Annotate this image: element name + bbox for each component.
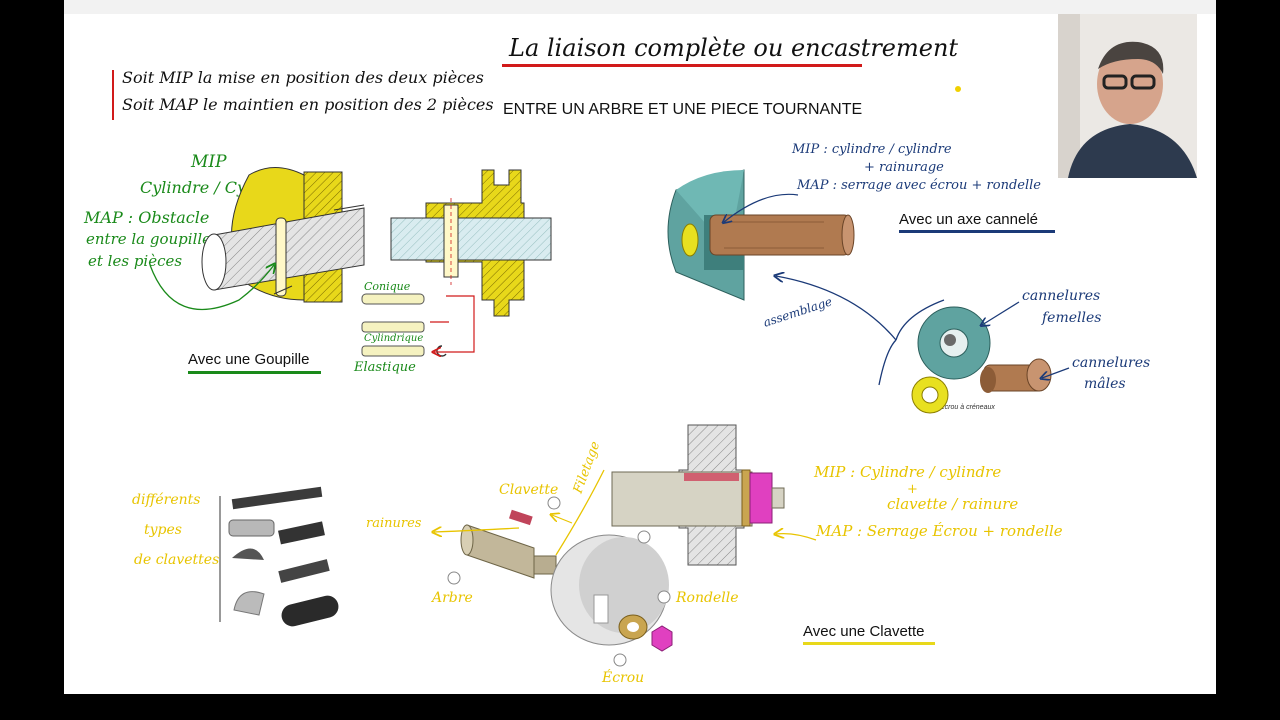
clavette-exploded-view <box>447 496 673 667</box>
clavette-mip-line3: clavette / rainure <box>887 495 1019 513</box>
splined-parts <box>911 306 1052 414</box>
cannelures-males-line2: mâles <box>1084 376 1126 392</box>
arbre-label: Arbre <box>432 590 473 606</box>
goupille-map-arrow <box>149 265 274 311</box>
cannelures-femelles-line1: cannelures <box>1022 288 1101 304</box>
pin-types <box>361 293 475 356</box>
cannele-mip-line1: MIP : cylindre / cylindre <box>792 142 952 157</box>
rainures-label: rainures <box>366 516 422 531</box>
goupille-map-line1: MAP : Obstacle <box>84 208 210 227</box>
cannelures-males-line1: cannelures <box>1072 355 1151 371</box>
types-clavettes-line2: types <box>144 522 182 538</box>
cannele-map-arrow <box>724 193 799 222</box>
key-types-gallery <box>219 486 339 627</box>
definitions-bar <box>112 70 114 120</box>
goupille-section-view <box>390 169 552 317</box>
ecrou-label: Écrou <box>602 670 645 686</box>
laser-pointer-dot <box>955 86 961 92</box>
goupille-map-line2: entre la goupille <box>86 230 212 248</box>
clavette-label: Clavette <box>499 482 559 498</box>
definition-map: Soit MAP le maintien en position des 2 p… <box>122 95 494 114</box>
goupille-map-line3: et les pièces <box>88 252 183 270</box>
presenter-silhouette <box>1058 14 1197 178</box>
splined-assembly <box>667 169 855 301</box>
goupille-caption: Avec une Goupille <box>188 351 310 368</box>
clavette-caption: Avec une Clavette <box>803 623 925 640</box>
femelles-arrow <box>982 301 1020 325</box>
clavette-map-arrow <box>776 534 817 541</box>
types-clavettes-line1: différents <box>132 492 201 508</box>
goupille-caption-underline <box>188 371 321 374</box>
page-top-margin <box>64 0 1216 14</box>
cannele-caption: Avec un axe cannelé <box>899 211 1038 228</box>
clavette-map-line: MAP : Serrage Écrou + rondelle <box>816 522 1063 540</box>
filetage-arrow <box>555 469 605 556</box>
assemblage-arrow <box>776 276 897 341</box>
rainures-arrow <box>434 528 520 532</box>
pin-cylindrique-label: Cylindrique <box>364 333 424 344</box>
types-clavettes-line3: de clavettes <box>134 552 220 568</box>
rondelle-label: Rondelle <box>676 590 739 606</box>
page-subtitle: ENTRE UN ARBRE ET UNE PIECE TOURNANTE <box>503 101 863 118</box>
pin-conique-label: Conique <box>364 280 411 293</box>
goupille-mip-label: MIP <box>191 152 227 172</box>
diagram-drawings <box>149 86 1070 667</box>
whiteboard-page: La liaison complète ou encastrement ENTR… <box>64 0 1216 694</box>
clavette-assembled-section <box>611 424 785 566</box>
definition-mip: Soit MIP la mise en position des deux pi… <box>122 68 484 87</box>
cannele-caption-underline <box>899 230 1055 233</box>
ecrou-creneaux-label: Ecrou à créneaux <box>940 404 995 411</box>
title-underline <box>502 64 862 67</box>
pin-elastique-label: Elastique <box>354 360 416 375</box>
clavette-mip-line1: MIP : Cylindre / cylindre <box>814 463 1002 481</box>
cannele-mip-line2: + rainurage <box>864 160 944 175</box>
males-arrow <box>1042 367 1070 378</box>
cannelures-femelles-line2: femelles <box>1042 310 1102 326</box>
page-title: La liaison complète ou encastrement <box>509 34 959 62</box>
presenter-webcam <box>1058 14 1197 178</box>
cannele-map-line: MAP : serrage avec écrou + rondelle <box>797 178 1041 193</box>
clavette-caption-underline <box>803 642 935 645</box>
goupille-3d-view <box>201 167 365 303</box>
clavette-mip-line2: + <box>907 482 918 497</box>
